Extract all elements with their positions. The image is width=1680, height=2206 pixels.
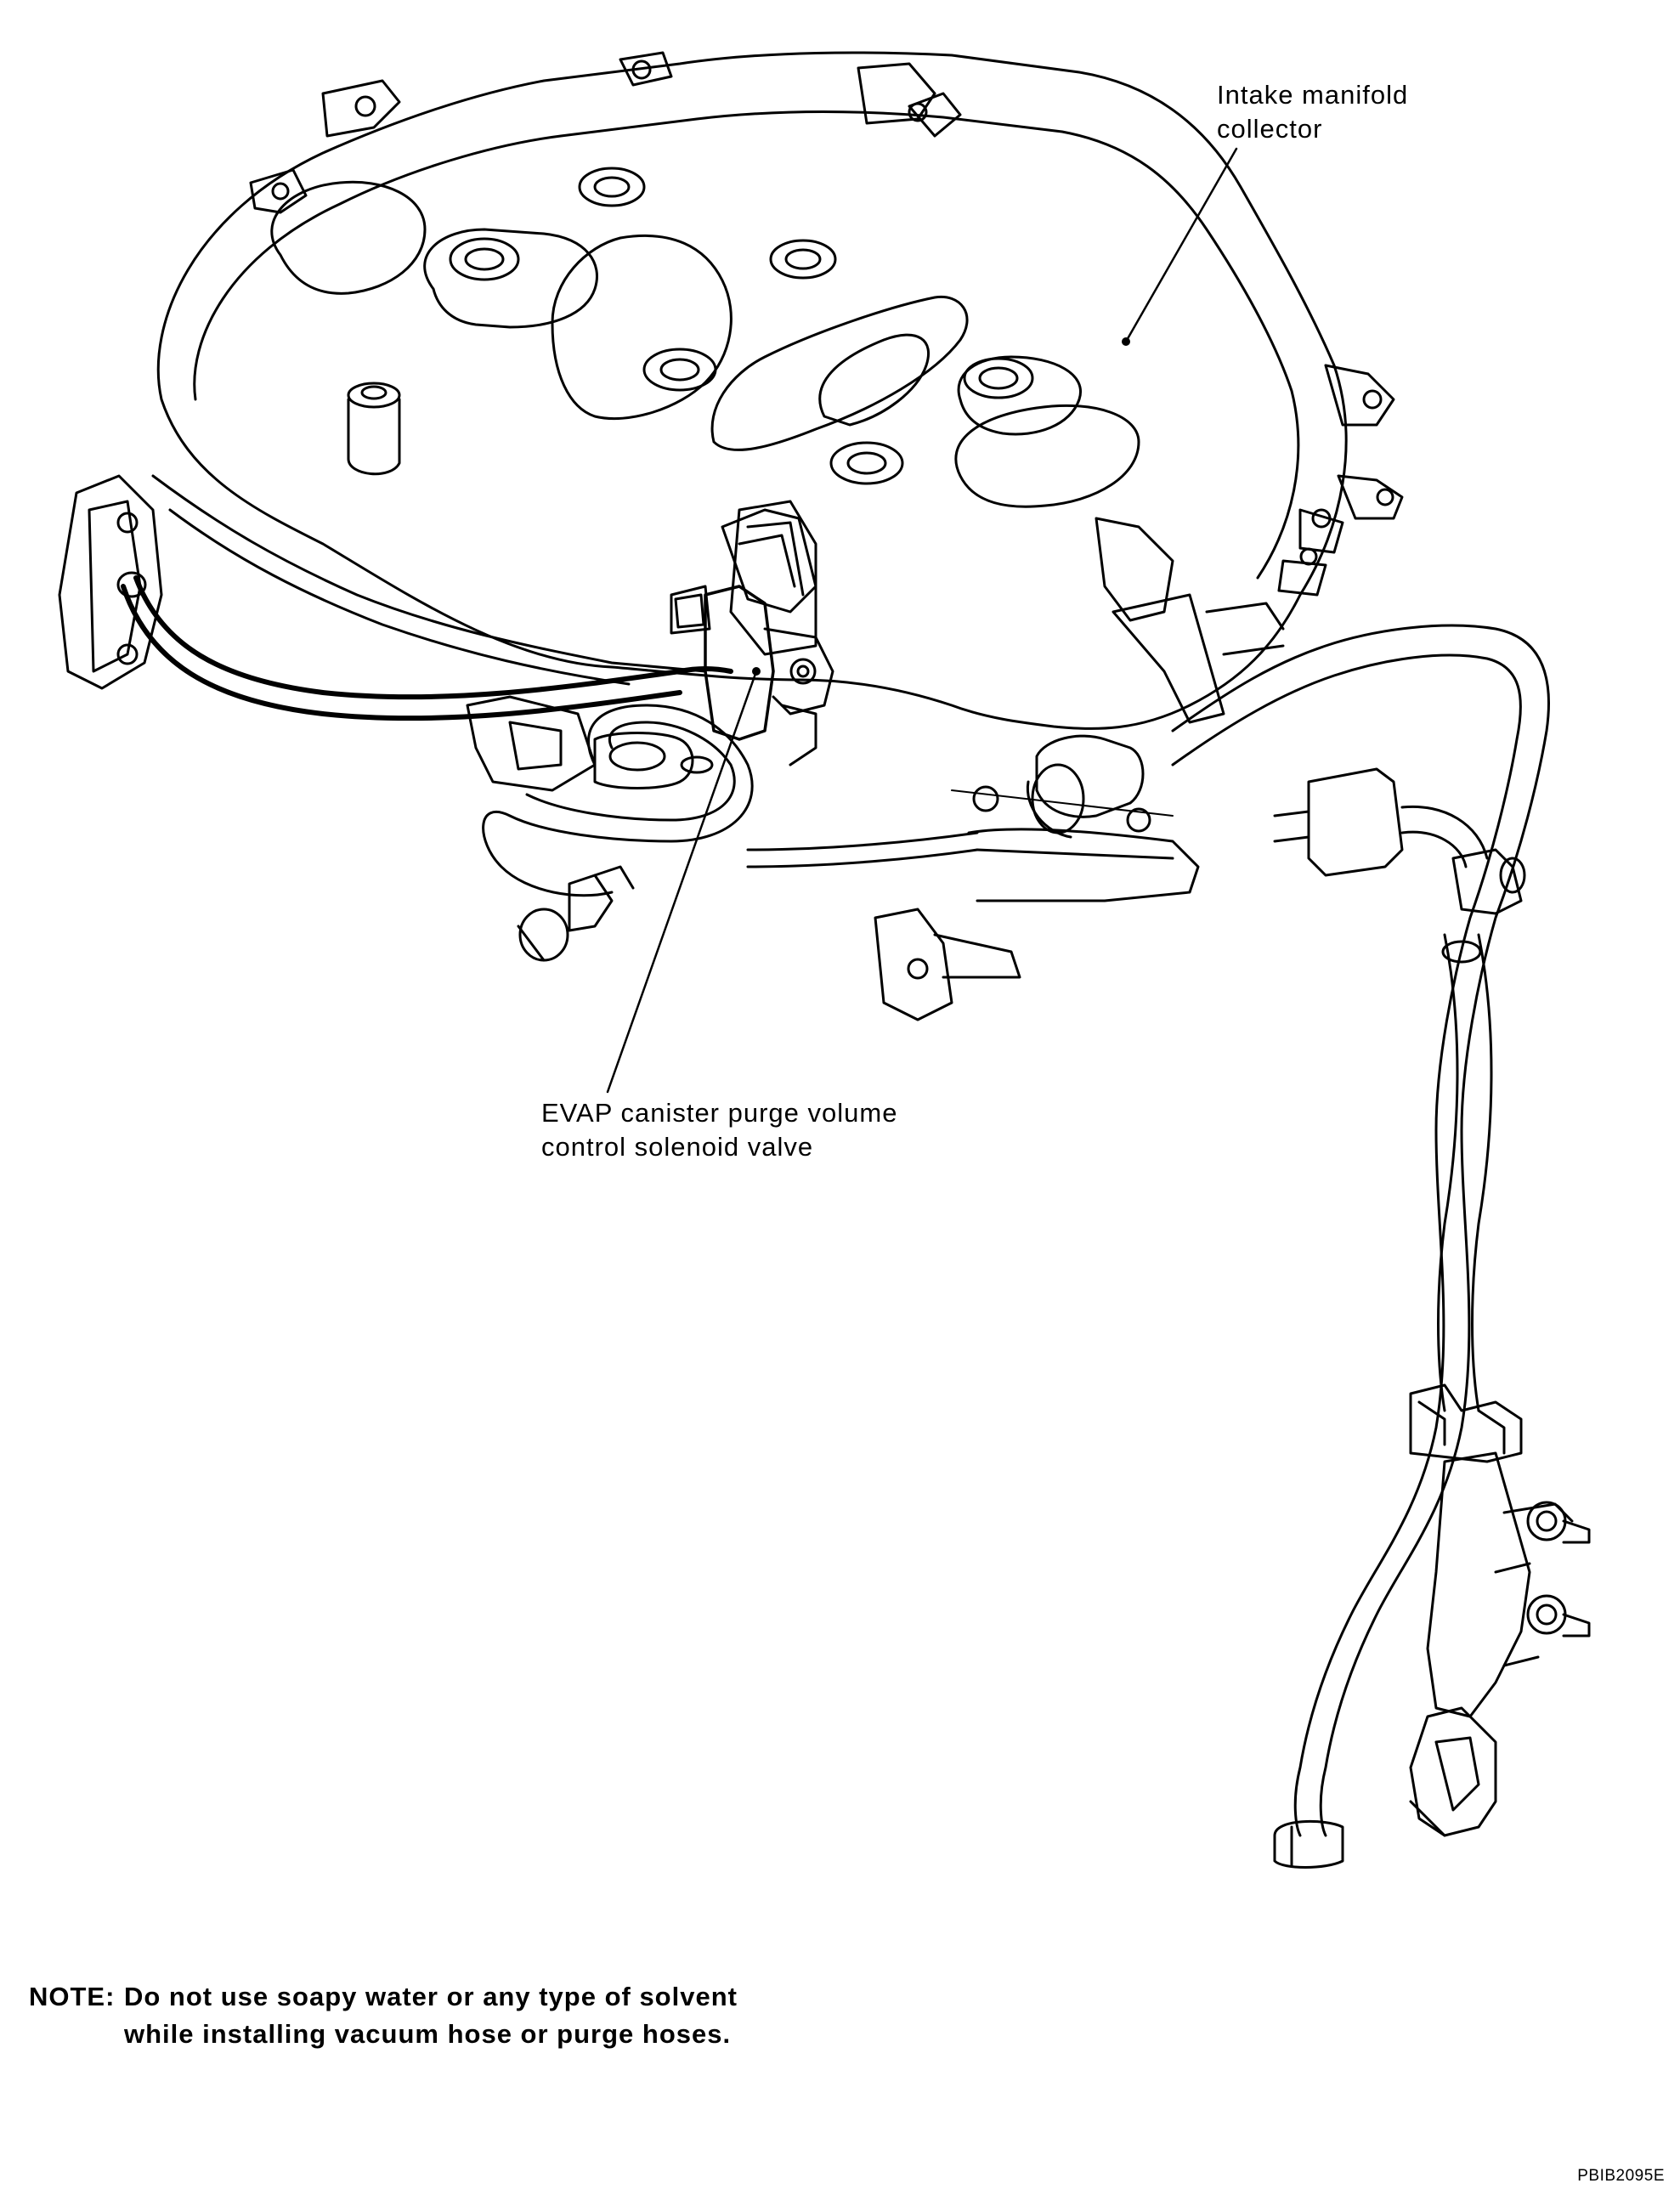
figure-code: PBIB2095E (1577, 2167, 1665, 2185)
callout-intake-line-2: collector (1217, 114, 1323, 144)
note-line-1: Do not use soapy water or any type of so… (124, 1982, 738, 2011)
callout-evap-purge-valve: EVAP canister purge volume control solen… (541, 1096, 897, 1164)
leader-intake-manifold (1124, 147, 1238, 343)
callout-evap-line-1: EVAP canister purge volume (541, 1098, 898, 1128)
lower-manifold-hardware (466, 508, 1200, 1021)
vacuum-hose-routing (116, 571, 1591, 1869)
callout-intake-manifold-collector: Intake manifold collector (1217, 78, 1408, 146)
leader-evap-valve (606, 670, 758, 1094)
callout-intake-line-1: Intake manifold (1217, 80, 1409, 110)
callout-evap-line-2: control solenoid valve (541, 1132, 814, 1162)
installation-note: NOTE: Do not use soapy water or any type … (29, 1978, 738, 2053)
intake-manifold-collector-body (58, 51, 1404, 730)
note-prefix: NOTE: (29, 1982, 116, 2011)
note-line-2: while installing vacuum hose or purge ho… (124, 2019, 732, 2049)
